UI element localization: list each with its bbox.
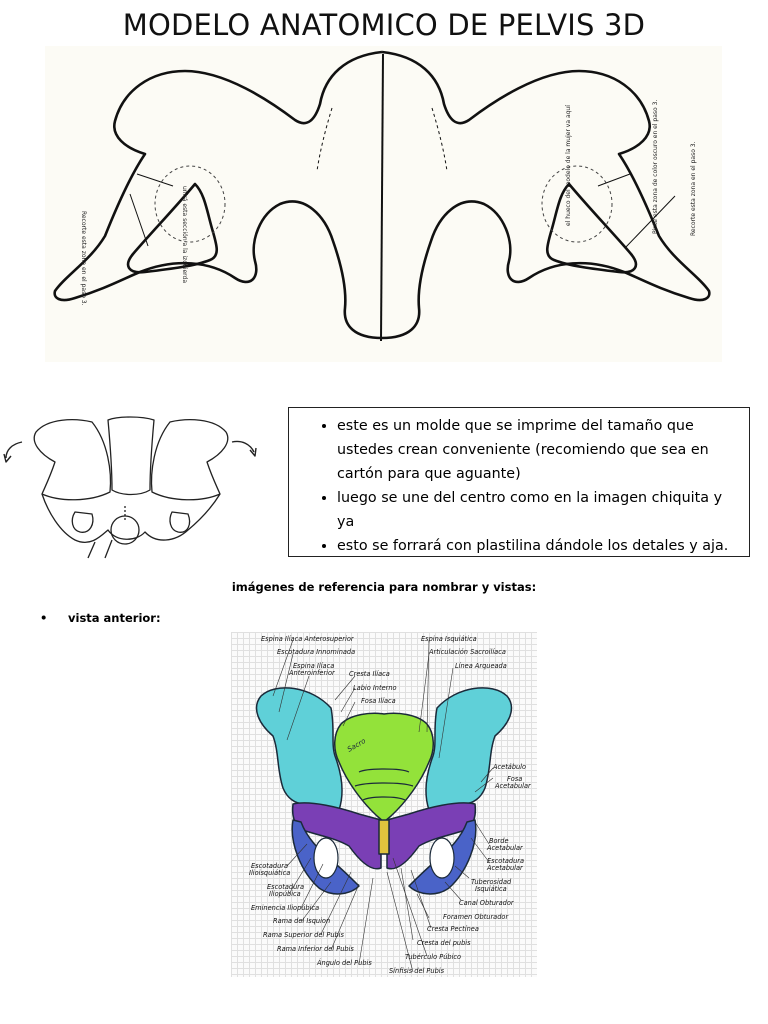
pelvis-template: Recorte esta zona en el paso 3. unirá es…: [45, 46, 722, 362]
instruction-item: esto se forrará con plastilina dándole l…: [337, 534, 737, 558]
label-articulacion-sacroiliaca: Articulación Sacroilíaca: [429, 648, 506, 656]
instruction-item: este es un molde que se imprime del tama…: [337, 414, 737, 486]
label-borde-acetabular: Acetabular: [487, 844, 523, 852]
left-ilium: [255, 687, 343, 811]
label-labio-interno: Labio Interno: [353, 684, 397, 692]
label-ilioisquiatica: Ilioisquiática: [249, 869, 291, 877]
left-cut-note: Recorte esta zona en el paso 3.: [80, 211, 87, 306]
sacrum: [334, 712, 434, 823]
pubic-symphysis: [378, 819, 390, 855]
label-canal-obturador: Canal Obturador: [459, 899, 514, 907]
view-label-text: vista anterior:: [68, 611, 161, 625]
label-anteroinferior: Anteroinferior: [289, 669, 335, 677]
label-angulo-del-pubis: Ángulo del Pubis: [317, 959, 372, 967]
pelvis-reference-figure: Sacro Espina Ilíaca Anterosuperior Escot…: [231, 632, 537, 977]
label-borde: Borde: [489, 837, 509, 845]
label-espina-iliaca-anterosuperior: Espina Ilíaca Anterosuperior: [261, 635, 354, 643]
pelvis-template-outline: Recorte esta zona en el paso 3. unirá es…: [53, 50, 711, 342]
label-espina-isquiatica: Espina Isquiática: [421, 635, 477, 643]
right-area-note: Pinte esta zona de color oscuro en el pa…: [652, 100, 659, 234]
label-rama-superior-del-pubis: Rama Superior del Pubis: [263, 931, 344, 939]
label-sinfisis-del-pubis: Sínfisis del Pubis: [389, 967, 445, 975]
label-linea-arqueada: Línea Arqueada: [455, 662, 507, 670]
label-cresta-pectinea: Cresta Pectínea: [427, 925, 479, 933]
instruction-item: luego se une del centro como en la image…: [337, 486, 737, 534]
label-isquiatica: Isquiática: [475, 885, 507, 893]
assembly-sketch: [0, 412, 262, 560]
pelvis-illustration: Sacro: [255, 639, 513, 973]
label-fosa: Fosa: [507, 775, 523, 783]
bullet-icon: •: [40, 611, 48, 625]
right-cut-note: Recorte esta zona en el paso 3.: [690, 141, 697, 236]
label-escotadura-1: Escotadura: [251, 862, 289, 870]
label-fosa-iliaca: Fosa Ilíaca: [361, 697, 396, 705]
label-cresta-iliaca: Cresta Ilíaca: [349, 670, 390, 678]
right-half-outline: [381, 50, 711, 340]
label-escotadura-2: Escotadura: [267, 883, 305, 891]
instructions-list: este es un molde que se imprime del tama…: [301, 414, 737, 558]
label-acetabulo: Acetábulo: [493, 763, 527, 771]
page-title: MODELO ANATOMICO DE PELVIS 3D: [122, 8, 646, 42]
instructions-box: este es un molde que se imprime del tama…: [288, 407, 750, 557]
label-tuberculo-pubico: Tubérculo Púbico: [405, 953, 462, 961]
center-line: [380, 53, 384, 342]
left-half-outline: [53, 50, 383, 340]
label-rama-del-isquion: Rama del Isquion: [273, 917, 331, 925]
label-escotadura-acetabular: Escotadura: [487, 857, 525, 865]
label-cresta-del-pubis: Cresta del pubis: [417, 939, 471, 947]
label-rama-inferior-del-pubis: Rama Inferior del Pubis: [277, 945, 354, 953]
left-hole-note: unirá esta sección a la izquierda: [181, 186, 188, 283]
label-foramen-obturador: Foramen Obturador: [443, 913, 509, 921]
label-iliopubica: Iliopúbica: [269, 890, 301, 898]
label-acetabular: Acetabular: [495, 782, 531, 790]
reference-heading: imágenes de referencia para nombrar y vi…: [231, 580, 537, 594]
label-escotadura-acetabular-2: Acetabular: [487, 864, 523, 872]
assembly-sketch-drawing: [3, 416, 257, 559]
label-eminencia-iliopubica: Eminencia Iliopúbica: [251, 904, 320, 912]
label-tuberosidad: Tuberosidad: [471, 878, 512, 886]
right-hole-note: el hueco del modelo de la mujer va aquí: [565, 105, 572, 226]
view-label: • vista anterior:: [40, 611, 161, 625]
label-espina-iliaca: Espina Ilíaca: [293, 662, 335, 670]
label-escotadura-innominada: Escotadura Innominada: [277, 648, 356, 656]
right-ilium: [425, 687, 513, 811]
